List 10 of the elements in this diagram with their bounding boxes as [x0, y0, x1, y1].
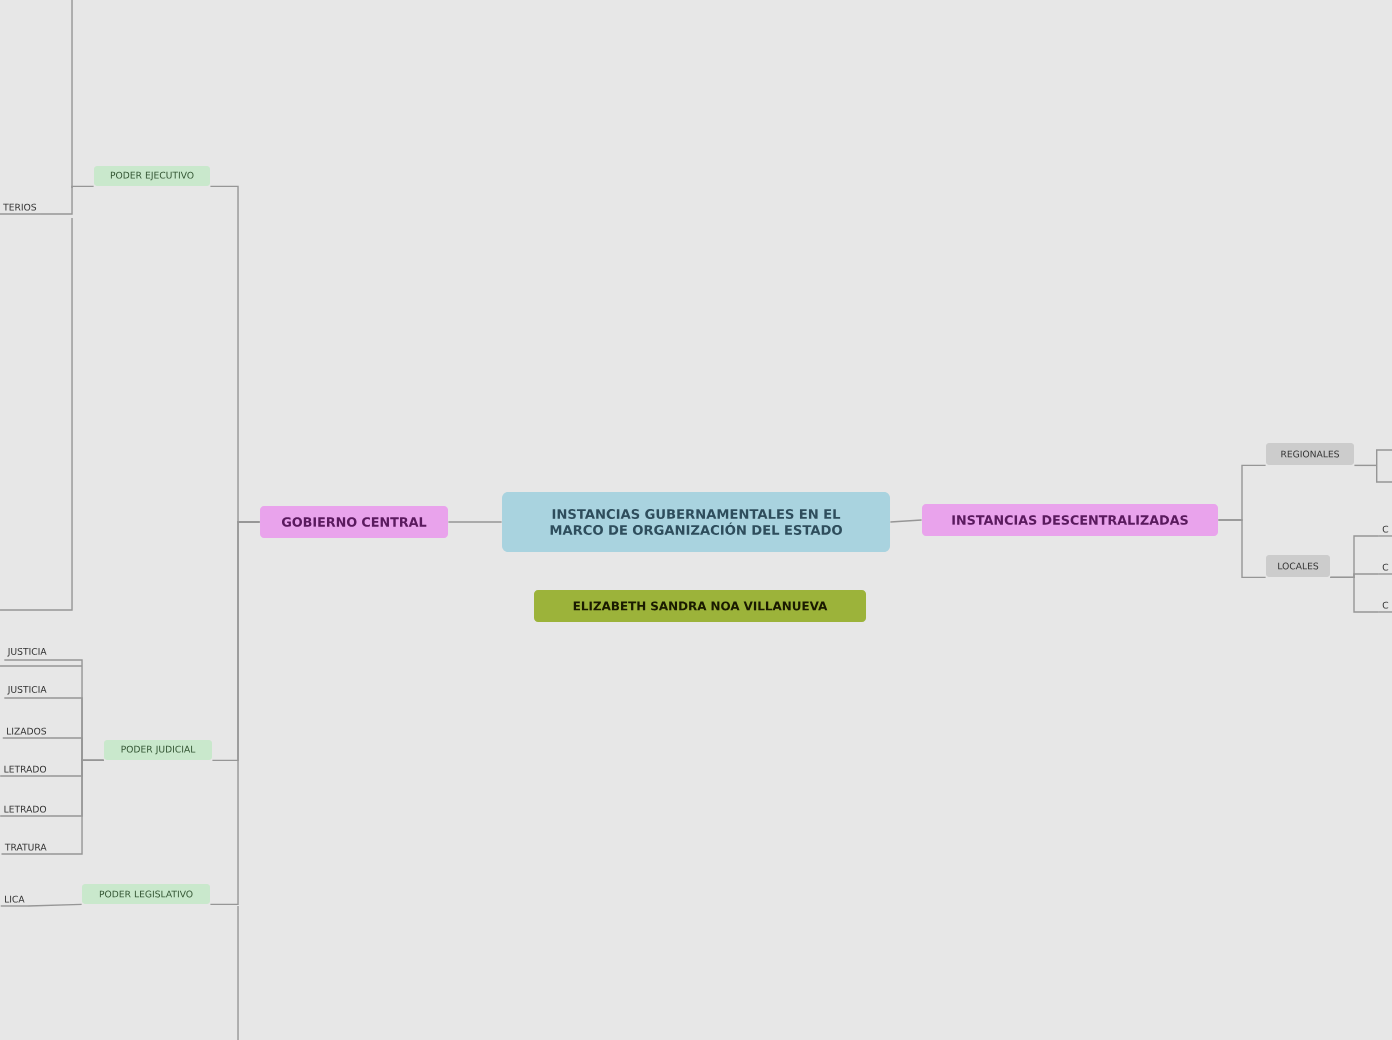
empty-box [1376, 449, 1392, 483]
connector-line [1353, 464, 1377, 467]
connector-line [447, 521, 503, 523]
connector-line [889, 519, 923, 523]
connector-line [49, 759, 105, 855]
connector-line [1329, 576, 1380, 613]
connector-line [209, 521, 261, 906]
connector-line [1217, 519, 1267, 579]
connector-line [27, 903, 83, 907]
connector-line [39, 185, 95, 215]
